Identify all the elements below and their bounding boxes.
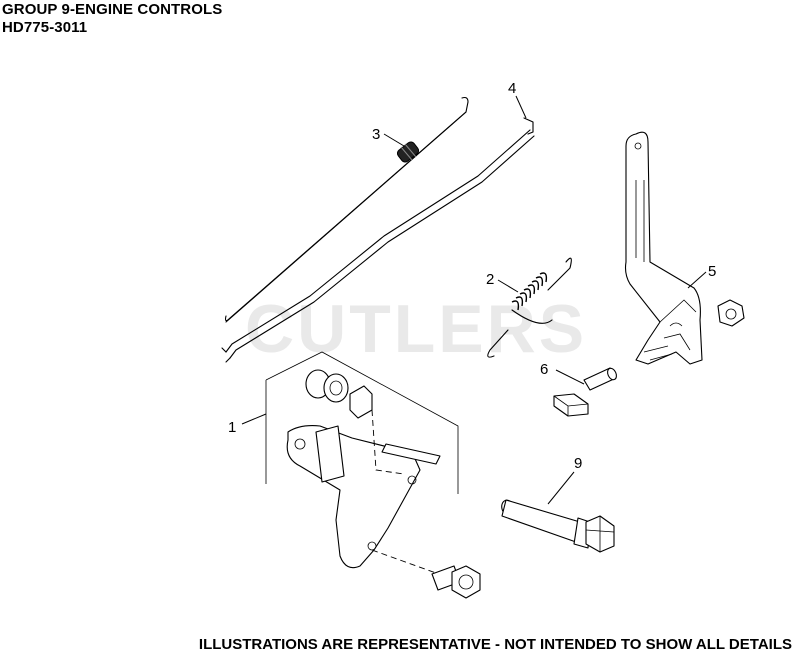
part-2-spring [487, 257, 572, 358]
leader-5 [687, 271, 707, 289]
watermark: CUTLERS [245, 291, 587, 367]
callout-3: 3 [372, 126, 380, 143]
part-3-spring [396, 141, 420, 163]
callout-5: 5 [708, 263, 716, 280]
leader-2 [497, 279, 519, 293]
part-6-pin-and-pad [553, 367, 617, 417]
leader-6 [555, 369, 585, 385]
callout-2: 2 [486, 271, 494, 288]
part-1-bushing [305, 369, 349, 403]
callout-4: 4 [508, 80, 516, 97]
leader-3 [383, 133, 405, 147]
callout-6: 6 [540, 361, 548, 378]
part-1-bracket-assembly [265, 351, 459, 579]
group-title: GROUP 9-ENGINE CONTROLS [2, 1, 223, 18]
part-1-bolt [431, 565, 481, 599]
leader-9 [547, 471, 575, 505]
part-5-control-lever [624, 131, 703, 365]
model-number: HD775-3011 [2, 19, 88, 36]
callout-1: 1 [228, 419, 236, 436]
disclaimer: ILLUSTRATIONS ARE REPRESENTATIVE - NOT I… [198, 636, 792, 653]
part-5-nut [717, 299, 745, 327]
leader-1 [241, 413, 267, 425]
part-9-long-bolt [501, 499, 615, 553]
leader-4 [515, 95, 527, 119]
part-4-link-rod [221, 117, 535, 363]
part-3-rod-with-spring [224, 96, 469, 323]
callout-9: 9 [574, 455, 582, 472]
